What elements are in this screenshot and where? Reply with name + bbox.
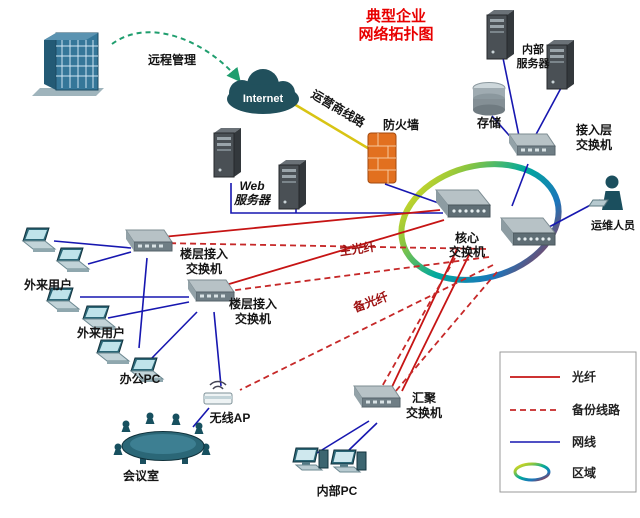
edge: [394, 271, 498, 393]
aggregation-switch-icon: [353, 385, 401, 408]
wireless-ap-icon: [203, 380, 233, 405]
external-user-laptop-icon: [22, 227, 56, 253]
edge: [149, 311, 198, 361]
edge: [532, 87, 562, 141]
legend-backup-label: 备份线路: [571, 402, 621, 417]
edge: [348, 422, 378, 451]
edge: [53, 240, 132, 249]
backup-edges: [159, 242, 498, 393]
external-users2-label: 外来用户: [77, 325, 125, 340]
edge: [511, 163, 529, 207]
access-switch-label: 交换机: [576, 137, 612, 152]
meeting-room-icon: [113, 412, 211, 464]
internal-pc-icon: [292, 447, 329, 471]
edge: [107, 301, 190, 319]
ops-staff-icon: [588, 175, 624, 211]
remote-management-link: [111, 31, 241, 83]
internal-pc-icon: [330, 449, 367, 473]
core-switch-label: 核心: [455, 230, 479, 245]
edge: [239, 264, 494, 391]
edge: [87, 251, 132, 265]
legend: 光纤 备份线路 网线 区域: [499, 351, 637, 493]
agg-switch-label: 交换机: [406, 405, 442, 420]
internal-server-icon: [486, 9, 515, 60]
internet-cloud-icon: [227, 69, 299, 114]
internet-label: Internet: [243, 93, 284, 105]
external-user-laptop-icon: [56, 247, 90, 273]
edge: [151, 209, 441, 239]
firewall-icon: [367, 132, 397, 184]
edge: [208, 219, 445, 291]
ops-staff-label: 运维人员: [591, 218, 635, 232]
edge: [401, 252, 471, 392]
web-server-icon: [213, 127, 242, 178]
edge: [316, 420, 370, 454]
web-server-label: 服务器: [233, 193, 272, 207]
carrier-line-edge: [293, 102, 372, 152]
legend-box: [499, 351, 637, 493]
office-pc-label: 办公PC: [120, 371, 161, 386]
edge: [213, 311, 222, 387]
agg-switch-label: 汇聚: [412, 391, 437, 405]
floor-switch1-label: 交换机: [186, 261, 222, 276]
internal-pc-label: 内部PC: [317, 483, 358, 498]
internal-server2-icon: [546, 39, 575, 90]
core-switch2-icon: [500, 217, 556, 246]
legend-cable-label: 网线: [572, 434, 596, 449]
edge: [192, 407, 210, 428]
backup-fiber-label: 备光纤: [350, 289, 390, 316]
internal-server-label: 服务器: [517, 56, 551, 70]
headquarters-building-icon: [32, 32, 104, 96]
storage-label: 存储: [476, 115, 501, 130]
firewall-label: 防火墙: [383, 117, 419, 132]
access-switch-label: 接入层: [576, 122, 612, 137]
legend-area-sample: [513, 462, 551, 482]
cable-edges: [53, 57, 601, 454]
legend-area-label: 区域: [572, 465, 596, 480]
edge: [502, 57, 520, 137]
legend-fiber-label: 光纤: [571, 369, 596, 384]
floor-switch1-label: 楼层接入: [180, 246, 228, 261]
meeting-room-label: 会议室: [123, 468, 159, 483]
web-server-label: Web: [239, 179, 264, 193]
edge: [159, 242, 487, 250]
edge: [212, 256, 490, 294]
core-switch-label: 交换机: [449, 244, 485, 259]
carrier-line-label: 运营商线路: [309, 86, 369, 130]
title-line1: 典型企业: [366, 7, 426, 25]
floor-access-switch1-icon: [125, 229, 173, 252]
edge: [230, 183, 443, 214]
edge: [379, 257, 456, 391]
floor-switch2-label: 交换机: [235, 311, 271, 326]
wireless-ap-label: 无线AP: [209, 410, 251, 425]
office-pc-icon: [96, 339, 130, 365]
remote-mgmt-label: 远程管理: [148, 52, 196, 67]
internal-server-label: 内部: [522, 42, 544, 56]
edge: [138, 257, 148, 349]
access-layer-switch-icon: [508, 133, 556, 156]
floor-switch2-label: 楼层接入: [229, 296, 277, 311]
core-switch1-icon: [435, 189, 491, 218]
web-server2-icon: [278, 159, 307, 210]
main-fiber-label: 主光纤: [338, 239, 376, 259]
floor-access-switch2-icon: [187, 279, 235, 302]
storage-icon: [472, 82, 506, 116]
external-users1-label: 外来用户: [24, 277, 72, 292]
title-line2: 网络拓扑图: [358, 25, 433, 43]
